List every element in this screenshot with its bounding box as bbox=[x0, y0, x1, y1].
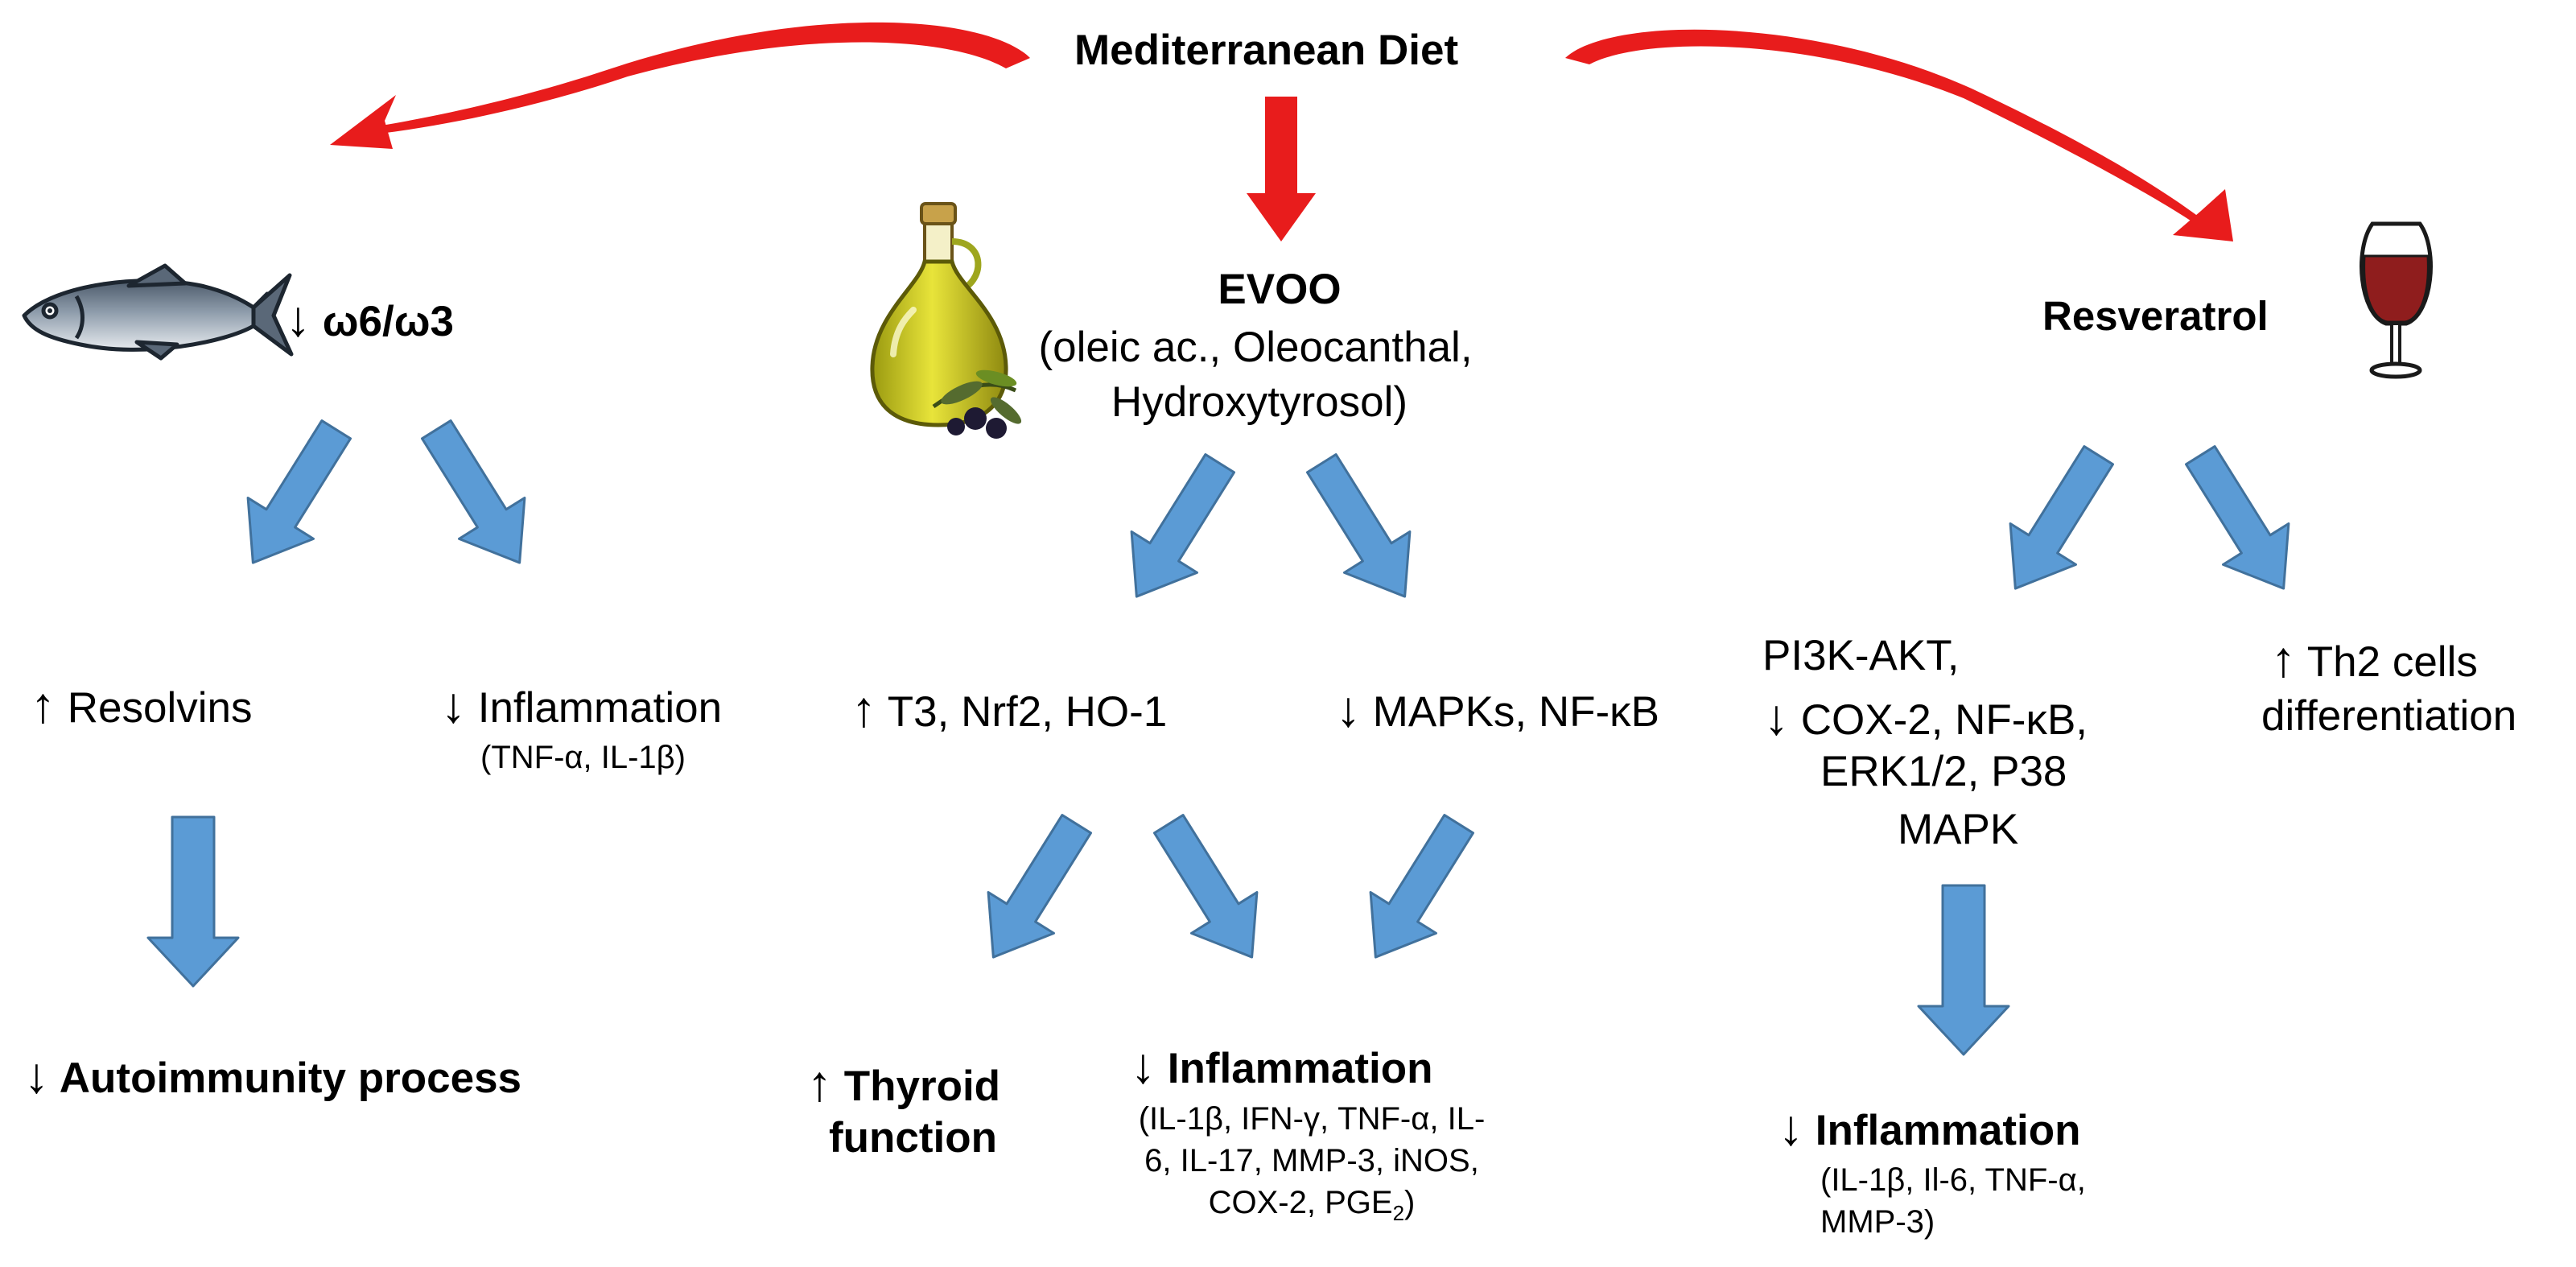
evoo-inflammation-detail-line3: COX-2, PGE2) bbox=[1208, 1185, 1416, 1225]
autoimmunity-node: ↓ Autoimmunity process bbox=[24, 1046, 521, 1106]
thyroid-label-line1: Thyroid bbox=[843, 1063, 1001, 1110]
flow-arrow bbox=[1152, 814, 1259, 959]
diagram-title: Mediterranean Diet bbox=[1074, 27, 1459, 74]
pathways-line1: PI3K-AKT, bbox=[1762, 632, 1960, 679]
increase-arrow: ↑ bbox=[851, 682, 876, 737]
evoo-inflammation-node: ↓ Inflammation bbox=[1131, 1037, 1433, 1096]
flow-arrow bbox=[1917, 884, 2010, 1056]
evoo-title: EVOO bbox=[1218, 266, 1342, 313]
th2-label-line2: differentiation bbox=[2261, 692, 2517, 740]
flow-arrow bbox=[246, 419, 352, 564]
resolvins-node: ↑ Resolvins bbox=[31, 676, 253, 736]
flow-arrow bbox=[987, 814, 1093, 959]
omega-ratio-node: ↓ ω6/ω3 bbox=[286, 290, 454, 349]
evoo-inflammation-detail-line1: (IL-1β, IFN-γ, TNF-α, IL- bbox=[1138, 1101, 1486, 1137]
flow-arrow bbox=[1130, 453, 1236, 598]
resveratrol-inflammation-label: Inflammation bbox=[1815, 1107, 2081, 1154]
evoo-compounds-line2: Hydroxytyrosol) bbox=[1111, 378, 1408, 426]
decrease-arrow: ↓ bbox=[1131, 1038, 1156, 1094]
evoo-inflammation-label: Inflammation bbox=[1167, 1045, 1433, 1092]
decrease-arrow: ↓ bbox=[441, 678, 466, 733]
resolvins-label: Resolvins bbox=[67, 684, 253, 732]
sardine-fish-icon bbox=[22, 263, 294, 361]
omega-inflammation-label: Inflammation bbox=[477, 684, 723, 732]
increase-arrow: ↑ bbox=[31, 678, 56, 733]
omega-inflammation-detail: (TNF-α, IL-1β) bbox=[480, 740, 686, 775]
autoimmunity-label: Autoimmunity process bbox=[59, 1054, 522, 1102]
th2-label-line1: Th2 cells bbox=[2306, 638, 2478, 686]
omega-inflammation-node: ↓ Inflammation bbox=[441, 676, 722, 736]
mapks-node: ↓ MAPKs, NF-κB bbox=[1336, 680, 1659, 740]
thyroid-label-line2: function bbox=[829, 1114, 997, 1162]
decrease-arrow: ↓ bbox=[24, 1048, 49, 1104]
t3-nrf2-label: T3, Nrf2, HO-1 bbox=[887, 688, 1168, 736]
pathways-line3: ERK1/2, P38 bbox=[1820, 748, 2067, 795]
mapks-label: MAPKs, NF-κB bbox=[1372, 688, 1660, 736]
decrease-arrow: ↓ bbox=[286, 291, 311, 347]
resveratrol-inflammation-node: ↓ Inflammation bbox=[1778, 1099, 2081, 1158]
flow-arrow bbox=[1305, 453, 1412, 598]
decrease-arrow: ↓ bbox=[1764, 690, 1789, 745]
t3-nrf2-node: ↑ T3, Nrf2, HO-1 bbox=[851, 680, 1167, 740]
flow-arrow bbox=[146, 815, 240, 988]
flow-arrow bbox=[2009, 445, 2115, 590]
flow-arrows bbox=[146, 419, 2290, 1056]
pathways-node: ↓ COX-2, NF-κB, bbox=[1764, 688, 2088, 748]
red-wine-glass-icon bbox=[2360, 221, 2433, 379]
decrease-arrow: ↓ bbox=[1336, 682, 1361, 737]
resveratrol-label: Resveratrol bbox=[2042, 293, 2269, 339]
increase-arrow: ↑ bbox=[2271, 632, 2296, 687]
pathways-line2: COX-2, NF-κB, bbox=[1800, 696, 2088, 744]
olive-oil-bottle-icon bbox=[870, 202, 1022, 439]
evoo-compounds-line1: (oleic ac., Oleocanthal, bbox=[1038, 324, 1473, 371]
flow-arrow bbox=[420, 419, 526, 564]
evoo-inflammation-detail-line2: 6, IL-17, MMP-3, iNOS, bbox=[1144, 1143, 1479, 1178]
decrease-arrow: ↓ bbox=[1778, 1100, 1803, 1156]
flow-arrow bbox=[2184, 445, 2290, 590]
diet-to-resveratrol-curved-arrow bbox=[1565, 29, 2233, 241]
diet-to-omega-curved-arrow bbox=[330, 22, 1030, 149]
flow-arrow bbox=[1369, 814, 1475, 959]
pathways-line4: MAPK bbox=[1898, 806, 2019, 853]
increase-arrow: ↑ bbox=[807, 1056, 832, 1112]
diet-to-evoo-arrow bbox=[1247, 97, 1316, 241]
thyroid-node: ↑ Thyroid bbox=[807, 1054, 1000, 1114]
resveratrol-inflammation-detail-line1: (IL-1β, Il-6, TNF-α, bbox=[1820, 1162, 2086, 1198]
resveratrol-inflammation-detail-line2: MMP-3) bbox=[1820, 1204, 1935, 1240]
th2-node: ↑ Th2 cells bbox=[2271, 630, 2478, 690]
omega-ratio-label: ω6/ω3 bbox=[322, 298, 454, 345]
